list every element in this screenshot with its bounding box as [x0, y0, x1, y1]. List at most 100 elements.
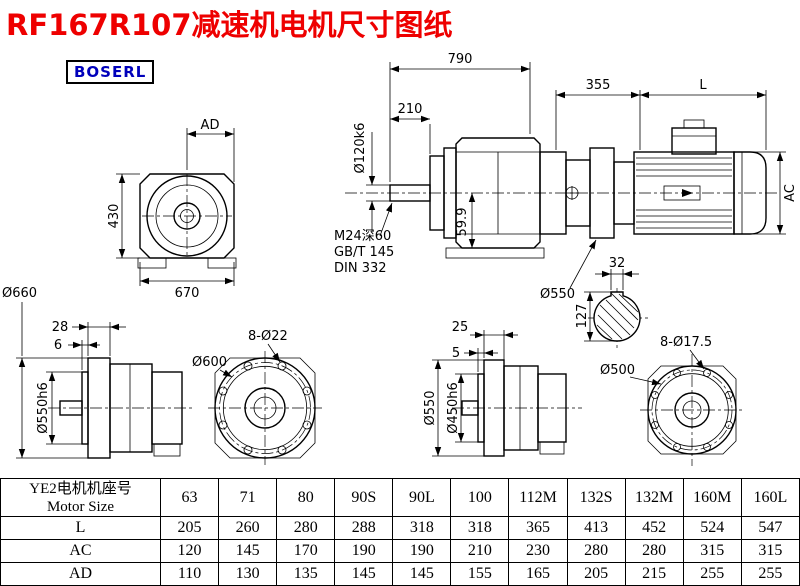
- section-hatching: [596, 292, 639, 340]
- motor-size-column-header: 132S: [566, 478, 626, 517]
- side-view: 790 210 Ø120k6 M24深60 GB/T 145 DIN 332 5…: [334, 52, 798, 302]
- dimension-value-cell: 145: [392, 562, 452, 586]
- dim-label-599: 59.9: [455, 208, 470, 237]
- motor-size-header-cn: YE2电机机座号: [29, 480, 132, 497]
- motor-size-column-header: 71: [218, 478, 278, 517]
- motor-nameplate: [663, 185, 701, 201]
- dimension-value-cell: 255: [740, 562, 800, 586]
- dimension-value-cell: 547: [740, 516, 800, 540]
- dimension-value-cell: 318: [392, 516, 452, 540]
- dimension-value-cell: 318: [450, 516, 510, 540]
- dimension-value-cell: 130: [218, 562, 278, 586]
- dimension-value-cell: 205: [159, 516, 220, 540]
- dimension-value-cell: 135: [276, 562, 336, 586]
- nameplate-arrow-icon: [682, 189, 693, 197]
- dim-label-210: 210: [398, 102, 423, 117]
- dimension-value-cell: 145: [334, 562, 394, 586]
- dimension-value-cell: 288: [334, 516, 394, 540]
- dimension-value-cell: 155: [450, 562, 510, 586]
- dim-label-355: 355: [586, 78, 611, 93]
- dimension-value-cell: 120: [159, 539, 220, 563]
- dimension-value-cell: 205: [566, 562, 626, 586]
- dimension-value-cell: 110: [159, 562, 220, 586]
- dim-label-holes-175: 8-Ø17.5: [660, 335, 712, 350]
- dim-label-ad: AD: [201, 118, 220, 133]
- dim-label-5: 5: [452, 346, 460, 361]
- dimension-value-cell: 524: [682, 516, 742, 540]
- dim-label-holes-22: 8-Ø22: [248, 329, 288, 344]
- dimension-value-cell: 280: [566, 539, 626, 563]
- dim-label-660: Ø660: [2, 286, 37, 301]
- flange-face-view-large: Ø600 8-Ø22: [192, 329, 322, 465]
- motor-size-column-header: 90S: [334, 478, 394, 517]
- dimension-value-cell: 230: [508, 539, 568, 563]
- dimension-value-cell: 165: [508, 562, 568, 586]
- dimension-row-label: AD: [0, 562, 161, 586]
- dim-label-430: 430: [107, 204, 122, 229]
- dim-label-550h6: Ø550h6: [36, 382, 51, 434]
- motor-size-column-header: 100: [450, 478, 510, 517]
- dimension-value-cell: 365: [508, 516, 568, 540]
- motor-size-column-header: 112M: [508, 478, 568, 517]
- dimension-row-label: L: [0, 516, 161, 540]
- callout-tapped-hole: M24深60: [334, 229, 391, 244]
- motor-size-column-header: 132M: [624, 478, 684, 517]
- motor-size-header-en: Motor Size: [46, 498, 115, 515]
- dim-label-6: 6: [54, 338, 62, 353]
- flange-side-view-large: Ø660 Ø550h6 28 6: [2, 286, 195, 459]
- dim-label-550: Ø550: [423, 390, 438, 425]
- dim-label-790: 790: [448, 52, 473, 67]
- dimension-value-cell: 452: [624, 516, 684, 540]
- terminal-box: [671, 127, 717, 155]
- motor-size-header-cell: YE2电机机座号 Motor Size: [0, 478, 161, 517]
- dim-label-600: Ø600: [192, 355, 227, 370]
- dimension-value-cell: 280: [624, 539, 684, 563]
- foot-left: [137, 257, 167, 269]
- dim-label-127: 127: [575, 304, 590, 329]
- dimension-value-cell: 413: [566, 516, 626, 540]
- shaft-section: [593, 291, 641, 342]
- shaft-section-view: 32 127: [575, 256, 648, 348]
- dimension-value-cell: 255: [682, 562, 742, 586]
- dim-label-L: L: [699, 78, 707, 93]
- motor-size-column-header: 160M: [682, 478, 742, 517]
- foot-right: [207, 257, 237, 269]
- motor-size-column-header: 63: [159, 478, 220, 517]
- dimension-value-cell: 315: [682, 539, 742, 563]
- callout-standard-din: DIN 332: [334, 261, 387, 276]
- technical-drawing: AD 430 670: [2, 52, 798, 466]
- dim-label-disc-550: Ø550: [540, 287, 575, 302]
- dimension-value-cell: 170: [276, 539, 336, 563]
- dimension-value-cell: 280: [276, 516, 336, 540]
- page-title: RF167R107减速机电机尺寸图纸: [6, 8, 453, 42]
- flange-face-view-small: Ø500 8-Ø17.5: [600, 335, 744, 466]
- dimension-value-cell: 260: [218, 516, 278, 540]
- callout-standard-gb: GB/T 145: [334, 245, 394, 260]
- motor-size-column-header: 160L: [740, 478, 800, 517]
- motor-size-column-header: 80: [276, 478, 336, 517]
- dim-label-shaft-diameter: Ø120k6: [353, 123, 368, 174]
- dimension-value-cell: 315: [740, 539, 800, 563]
- dimension-value-cell: 145: [218, 539, 278, 563]
- brand-logo: BOSERL: [66, 60, 155, 84]
- dim-label-25: 25: [452, 320, 469, 335]
- dimension-value-cell: 210: [450, 539, 510, 563]
- dim-label-28: 28: [52, 320, 69, 335]
- dimension-value-cell: 190: [392, 539, 452, 563]
- dim-label-670: 670: [175, 286, 200, 301]
- dim-label-32: 32: [609, 256, 626, 271]
- front-view: AD 430 670: [107, 118, 237, 301]
- dimension-row-label: AC: [0, 539, 161, 563]
- flange-side-view-small: Ø550 Ø450h6 25 5: [423, 320, 582, 457]
- motor-size-column-header: 90L: [392, 478, 452, 517]
- dim-label-450h6: Ø450h6: [446, 382, 461, 434]
- dimension-value-cell: 190: [334, 539, 394, 563]
- gearbox-base: [445, 247, 545, 259]
